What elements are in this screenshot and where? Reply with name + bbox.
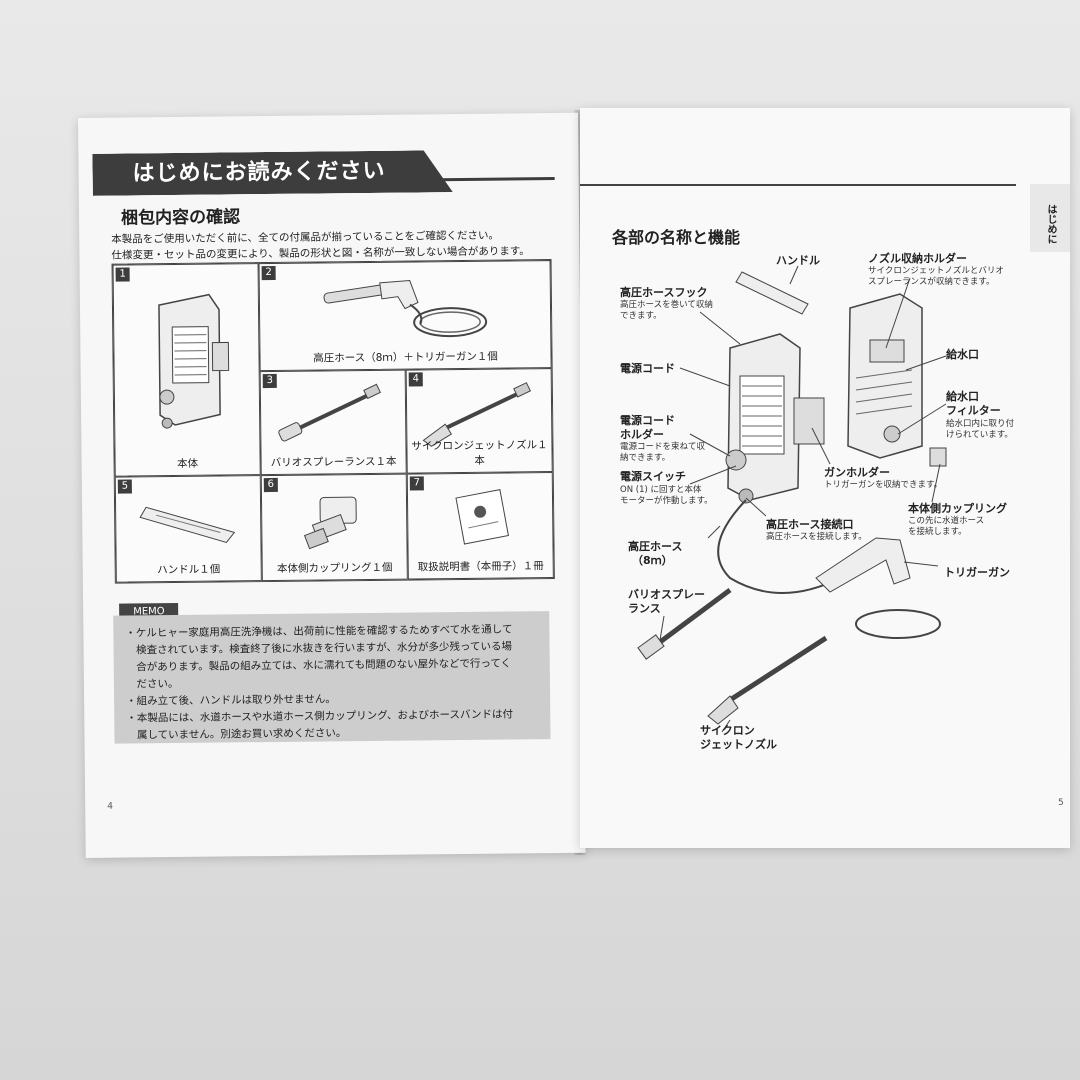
label-cyclone-2: ジェットノズル <box>700 738 777 751</box>
label-vario-2: ランス <box>628 602 661 615</box>
item-cell-body: 1 本体 <box>112 263 261 477</box>
cyclone-nozzle-illustration <box>422 382 532 447</box>
label-gun-holder: ガンホルダー <box>824 466 890 479</box>
label-hose-hook: 高圧ホースフック <box>620 286 708 299</box>
desc-cord-holder-2: 納できます。 <box>620 453 671 463</box>
cyclone-nozzle-part <box>728 635 828 703</box>
desc-power-switch-2: モーターが作動します。 <box>620 496 713 506</box>
item-caption: 本体側カップリング１個 <box>276 561 393 575</box>
package-contents-grid: 1 本体 2 <box>111 259 555 584</box>
desc-filter-1: 給水口内に取り付 <box>946 419 1015 429</box>
item-caption: 高圧ホース（8ｍ）＋トリガーガン１個 <box>313 350 498 365</box>
left-page: はじめにお読みください 梱包内容の確認 本製品をご使用いただく前に、全ての付属品… <box>78 112 586 858</box>
label-water-inlet: 給水口 <box>946 348 979 361</box>
item-caption: 取扱説明書（本冊子）１冊 <box>417 560 544 574</box>
back-unit <box>847 293 923 459</box>
intro-text: 本製品をご使用いただく前に、全ての付属品が揃っていることをご確認ください。 仕様… <box>111 227 561 264</box>
label-cyclone-1: サイクロン <box>700 724 755 737</box>
label-vario-1: バリオスプレー <box>628 588 705 601</box>
desc-hose-hook-1: 高圧ホースを巻いて収納 <box>620 300 713 310</box>
desc-nozzle-holder-2: スプレーランスが収納できます。 <box>868 277 995 287</box>
item-cell-hose-gun: 2 高圧ホース（8ｍ）＋トリガーガン１個 <box>258 260 552 372</box>
page-title: はじめにお読みください <box>92 150 452 196</box>
vario-lance-part <box>650 587 732 651</box>
desc-gun-holder: トリガーガンを収納できます。 <box>824 480 943 490</box>
label-trigger-gun: トリガーガン <box>944 566 1010 579</box>
manual-illustration <box>455 489 509 545</box>
handle-part <box>735 271 809 315</box>
item-caption: 本体 <box>177 457 199 470</box>
item-caption: ハンドル１個 <box>157 563 221 577</box>
label-body-coupling: 本体側カップリング <box>908 502 1007 515</box>
desc-hose-hook-2: できます。 <box>620 311 662 321</box>
right-page: はじめに 各部の名称と機能 <box>580 108 1070 848</box>
trigger-gun-part <box>815 537 911 593</box>
desc-body-coupling-1: この先に水道ホース <box>908 516 985 526</box>
desc-filter-2: けられています。 <box>946 430 1013 440</box>
page-number: 5 <box>1058 798 1064 808</box>
memo-line: 属していません。別途お買い求めください。 <box>126 727 347 742</box>
label-handle: ハンドル <box>776 254 820 267</box>
desc-hose-port: 高圧ホースを接続します。 <box>766 532 867 542</box>
label-filter-1: 給水口 <box>946 390 979 403</box>
label-power-switch: 電源スイッチ <box>620 470 686 483</box>
item-cell-coupling: 6 本体側カップリング１個 <box>260 473 408 582</box>
desc-cord-holder-1: 電源コードを束ねて収 <box>620 442 706 452</box>
memo-box: ・ケルヒャー家庭用高圧洗浄機は、出荷前に性能を確認するためすべて水を通して 検査… <box>113 611 551 744</box>
parts-diagram <box>637 265 947 733</box>
desc-nozzle-holder-1: サイクロンジェットノズルとバリオ <box>868 266 1004 276</box>
label-hp-hose-1: 高圧ホース <box>628 540 683 553</box>
chapter-tab-text: はじめに <box>1045 204 1056 244</box>
hose-part <box>717 499 841 594</box>
item-caption: サイクロンジェットノズル１本 <box>411 439 548 467</box>
hose-gun-illustration <box>323 280 488 338</box>
label-hose-port: 高圧ホース接続口 <box>766 518 854 531</box>
label-hp-hose-2: （8ｍ） <box>632 554 673 567</box>
section-heading: 各部の名称と機能 <box>612 228 741 247</box>
item-caption: バリオスプレーランス１本 <box>270 455 397 470</box>
label-filter-2: フィルター <box>946 404 1001 417</box>
label-cord-holder-1: 電源コード <box>620 414 675 427</box>
washer-body-illustration <box>158 293 230 429</box>
page-number: 4 <box>107 801 114 812</box>
handle-illustration <box>139 506 236 544</box>
section-heading: 梱包内容の確認 <box>120 207 241 229</box>
label-nozzle-holder: ノズル収納ホルダー <box>868 252 967 265</box>
item-cell-cyclone-nozzle: 4 サイクロンジェットノズル１本 <box>405 368 553 474</box>
item-cell-manual: 7 取扱説明書（本冊子）１冊 <box>406 472 554 580</box>
header-rule <box>580 184 1016 186</box>
desc-power-switch-1: ON (1) に回すと本体 <box>620 485 702 495</box>
label-power-cord: 電源コード <box>620 362 675 375</box>
item-cell-handle: 5 ハンドル１個 <box>114 475 262 583</box>
item-cell-vario-lance: 3 バリオスプレーランス１本 <box>259 369 407 476</box>
title-rule <box>378 177 555 182</box>
chapter-tab <box>1030 184 1070 252</box>
desc-body-coupling-2: を接続します。 <box>908 527 967 537</box>
label-cord-holder-2: ホルダー <box>620 428 664 441</box>
vario-lance-illustration <box>278 383 382 442</box>
coupling-illustration <box>303 496 357 550</box>
